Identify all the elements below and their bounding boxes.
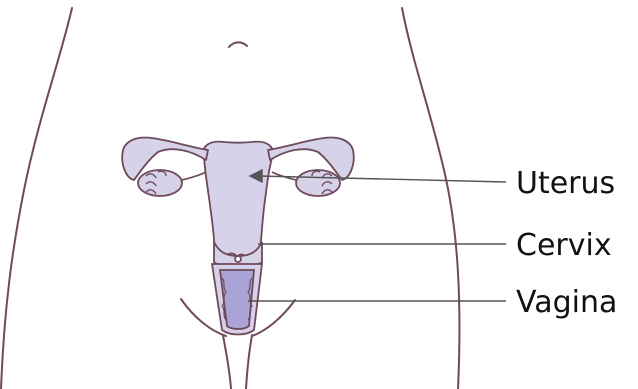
cervix-label: Cervix [516, 228, 612, 263]
fallopian-tube-left [121, 136, 209, 181]
vulva-opening [222, 334, 253, 389]
cervix-os [234, 255, 242, 263]
vagina-group [210, 263, 264, 336]
body-outline [0, 7, 461, 389]
vagina-rugae-left [221, 277, 227, 321]
fimbriae-left [145, 170, 167, 195]
uterus-body [202, 140, 274, 259]
body-left-contour [0, 7, 73, 389]
fallopian-tube-right [267, 136, 355, 181]
vagina-canal [218, 269, 255, 330]
ovary-left [137, 169, 183, 197]
navel [228, 41, 248, 48]
uterus-group [121, 136, 355, 259]
body-right-contour [401, 7, 461, 389]
vagina-label: Vagina [516, 285, 617, 320]
uterus-leader-arrowhead [248, 168, 263, 184]
uterus-label: Uterus [516, 166, 615, 201]
leader-lines [248, 168, 507, 302]
ovary-right [295, 169, 341, 197]
groin-right-line [251, 299, 296, 337]
uterus-leader-line [257, 175, 507, 183]
fimbriae-right [311, 170, 333, 195]
vagina-rugae-right [247, 277, 253, 321]
ovarian-ligament-left [181, 171, 207, 181]
